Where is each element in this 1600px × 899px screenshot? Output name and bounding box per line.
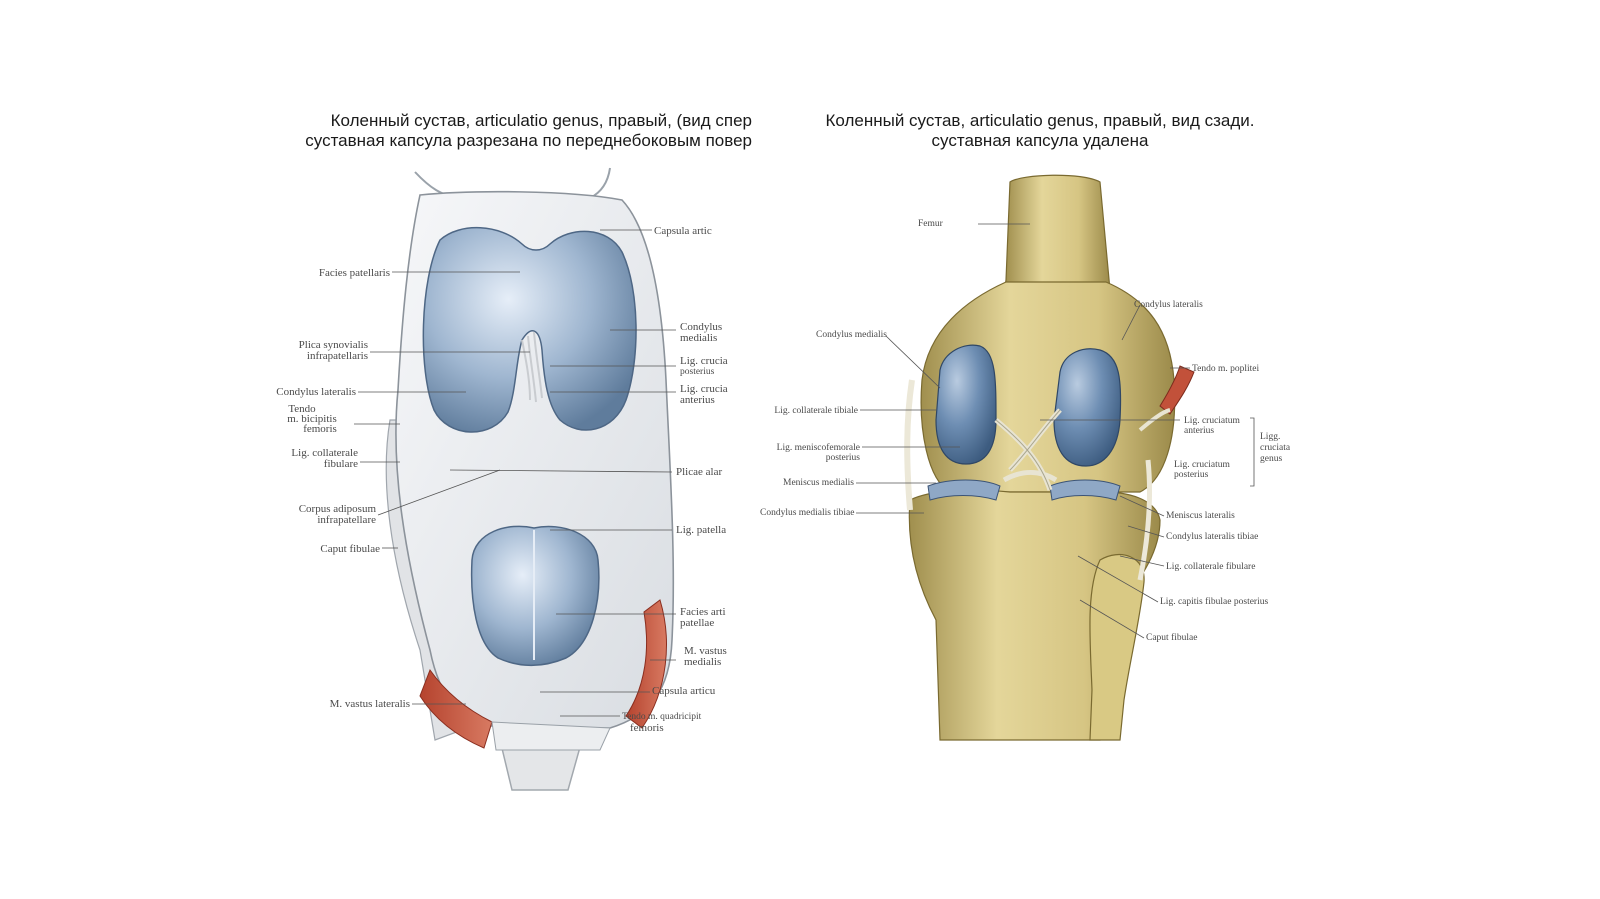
label-lig-collaterale-tibiale: Lig. collaterale tibiale (774, 406, 858, 416)
label-tendo-quadricipitis-2: femoris (630, 722, 664, 734)
right-figure-panel: Коленный сустав, articulatio genus, прав… (760, 0, 1320, 899)
label-tendo-1: Tendo (288, 403, 316, 415)
label-ligg-cruciata-1: Ligg. (1260, 432, 1281, 442)
label-lig-cruciatum-anterius-1: Lig. crucia (680, 383, 728, 395)
label-lig-collaterale-fibulare: Lig. collaterale fibulare (1166, 562, 1256, 572)
left-title-line2: суставная капсула разрезана по переднебо… (305, 131, 752, 150)
label-tendo-2: m. bicipitis (287, 413, 337, 425)
left-figure-title: Коленный сустав, articulatio genus, прав… (230, 111, 752, 151)
label-capsula-articularis-top: Capsula artic (654, 225, 712, 237)
label-corpus-adiposum-2: infrapatellare (317, 514, 376, 526)
label-condylus-lateralis-tibiae: Condylus lateralis tibiae (1166, 532, 1259, 542)
label-condylus-medialis-1: Condylus (680, 321, 723, 333)
label-capsula-articularis-bottom: Capsula articu (652, 685, 716, 697)
label-lig-capitis-fibulae: Lig. capitis fibulae posterius (1160, 597, 1269, 607)
label-facies-articularis-1: Facies arti (680, 606, 726, 618)
label-plica-synovialis-1: Plica synovialis (298, 339, 368, 351)
label-femur: Femur (918, 219, 943, 229)
label-lig-collaterale-fibulare-1: Lig. collaterale (291, 447, 358, 459)
label-lig-meniscofemorale-2: posterius (825, 453, 860, 463)
left-title-line1: Коленный сустав, articulatio genus, прав… (330, 111, 752, 130)
label-tendo-3: femoris (303, 423, 337, 435)
label-condylus-medialis: Condylus medialis (816, 330, 887, 340)
label-m-vastus-medialis-1: M. vastus (684, 645, 727, 657)
label-caput-fibulae: Caput fibulae (320, 543, 380, 555)
label-ligg-cruciata-2: cruciata (1260, 443, 1291, 453)
left-figure-panel: Коленный сустав, articulatio genus, прав… (230, 0, 752, 899)
label-condylus-medialis-tibiae: Condylus medialis tibiae (760, 508, 855, 518)
label-m-vastus-medialis-2: medialis (684, 656, 722, 668)
label-ligg-cruciata-3: genus (1260, 454, 1283, 464)
knee-posterior-illustration (856, 174, 1255, 741)
right-title-line1: Коленный сустав, articulatio genus, прав… (825, 111, 1255, 130)
label-lig-meniscofemorale-1: Lig. meniscofemorale (776, 443, 860, 453)
label-facies-articularis-2: patellae (680, 617, 715, 629)
knee-anterior-illustration (354, 167, 676, 791)
label-lig-cruciatum-anterius-2: anterius (1184, 426, 1215, 436)
label-tendo-quadricipitis-1: Tendo m. quadricipit (622, 712, 702, 722)
label-lig-collaterale-fibulare-2: fibulare (323, 458, 358, 470)
label-corpus-adiposum-1: Corpus adiposum (298, 503, 376, 515)
label-plicae-alares: Plicae alar (676, 466, 723, 478)
right-figure-title: Коленный сустав, articulatio genus, прав… (760, 111, 1320, 151)
label-lig-cruciatum-posterius-1: Lig. crucia (680, 355, 728, 367)
label-lig-cruciatum-anterius-1: Lig. cruciatum (1184, 416, 1240, 426)
label-m-vastus-lateralis: M. vastus lateralis (329, 698, 410, 710)
label-condylus-lateralis: Condylus lateralis (276, 386, 356, 398)
label-facies-patellaris: Facies patellaris (318, 267, 390, 279)
label-meniscus-lateralis: Meniscus lateralis (1166, 511, 1235, 521)
label-meniscus-medialis: Meniscus medialis (783, 478, 854, 488)
label-plica-synovialis-2: infrapatellaris (306, 350, 368, 362)
label-lig-patellae: Lig. patella (676, 524, 727, 536)
label-lig-cruciatum-posterius-2: posterius (680, 367, 715, 377)
label-lig-cruciatum-posterius-1: Lig. cruciatum (1174, 460, 1230, 470)
label-lig-cruciatum-anterius-2: anterius (680, 394, 715, 406)
right-title-line2: суставная капсула удалена (931, 131, 1149, 150)
label-condylus-medialis-2: medialis (680, 332, 718, 344)
label-condylus-lateralis: Condylus lateralis (1134, 300, 1203, 310)
label-tendo-popliteus: Tendo m. poplitei (1192, 364, 1260, 374)
label-lig-cruciatum-posterius-2: posterius (1174, 470, 1209, 480)
label-caput-fibulae: Caput fibulae (1146, 633, 1198, 643)
